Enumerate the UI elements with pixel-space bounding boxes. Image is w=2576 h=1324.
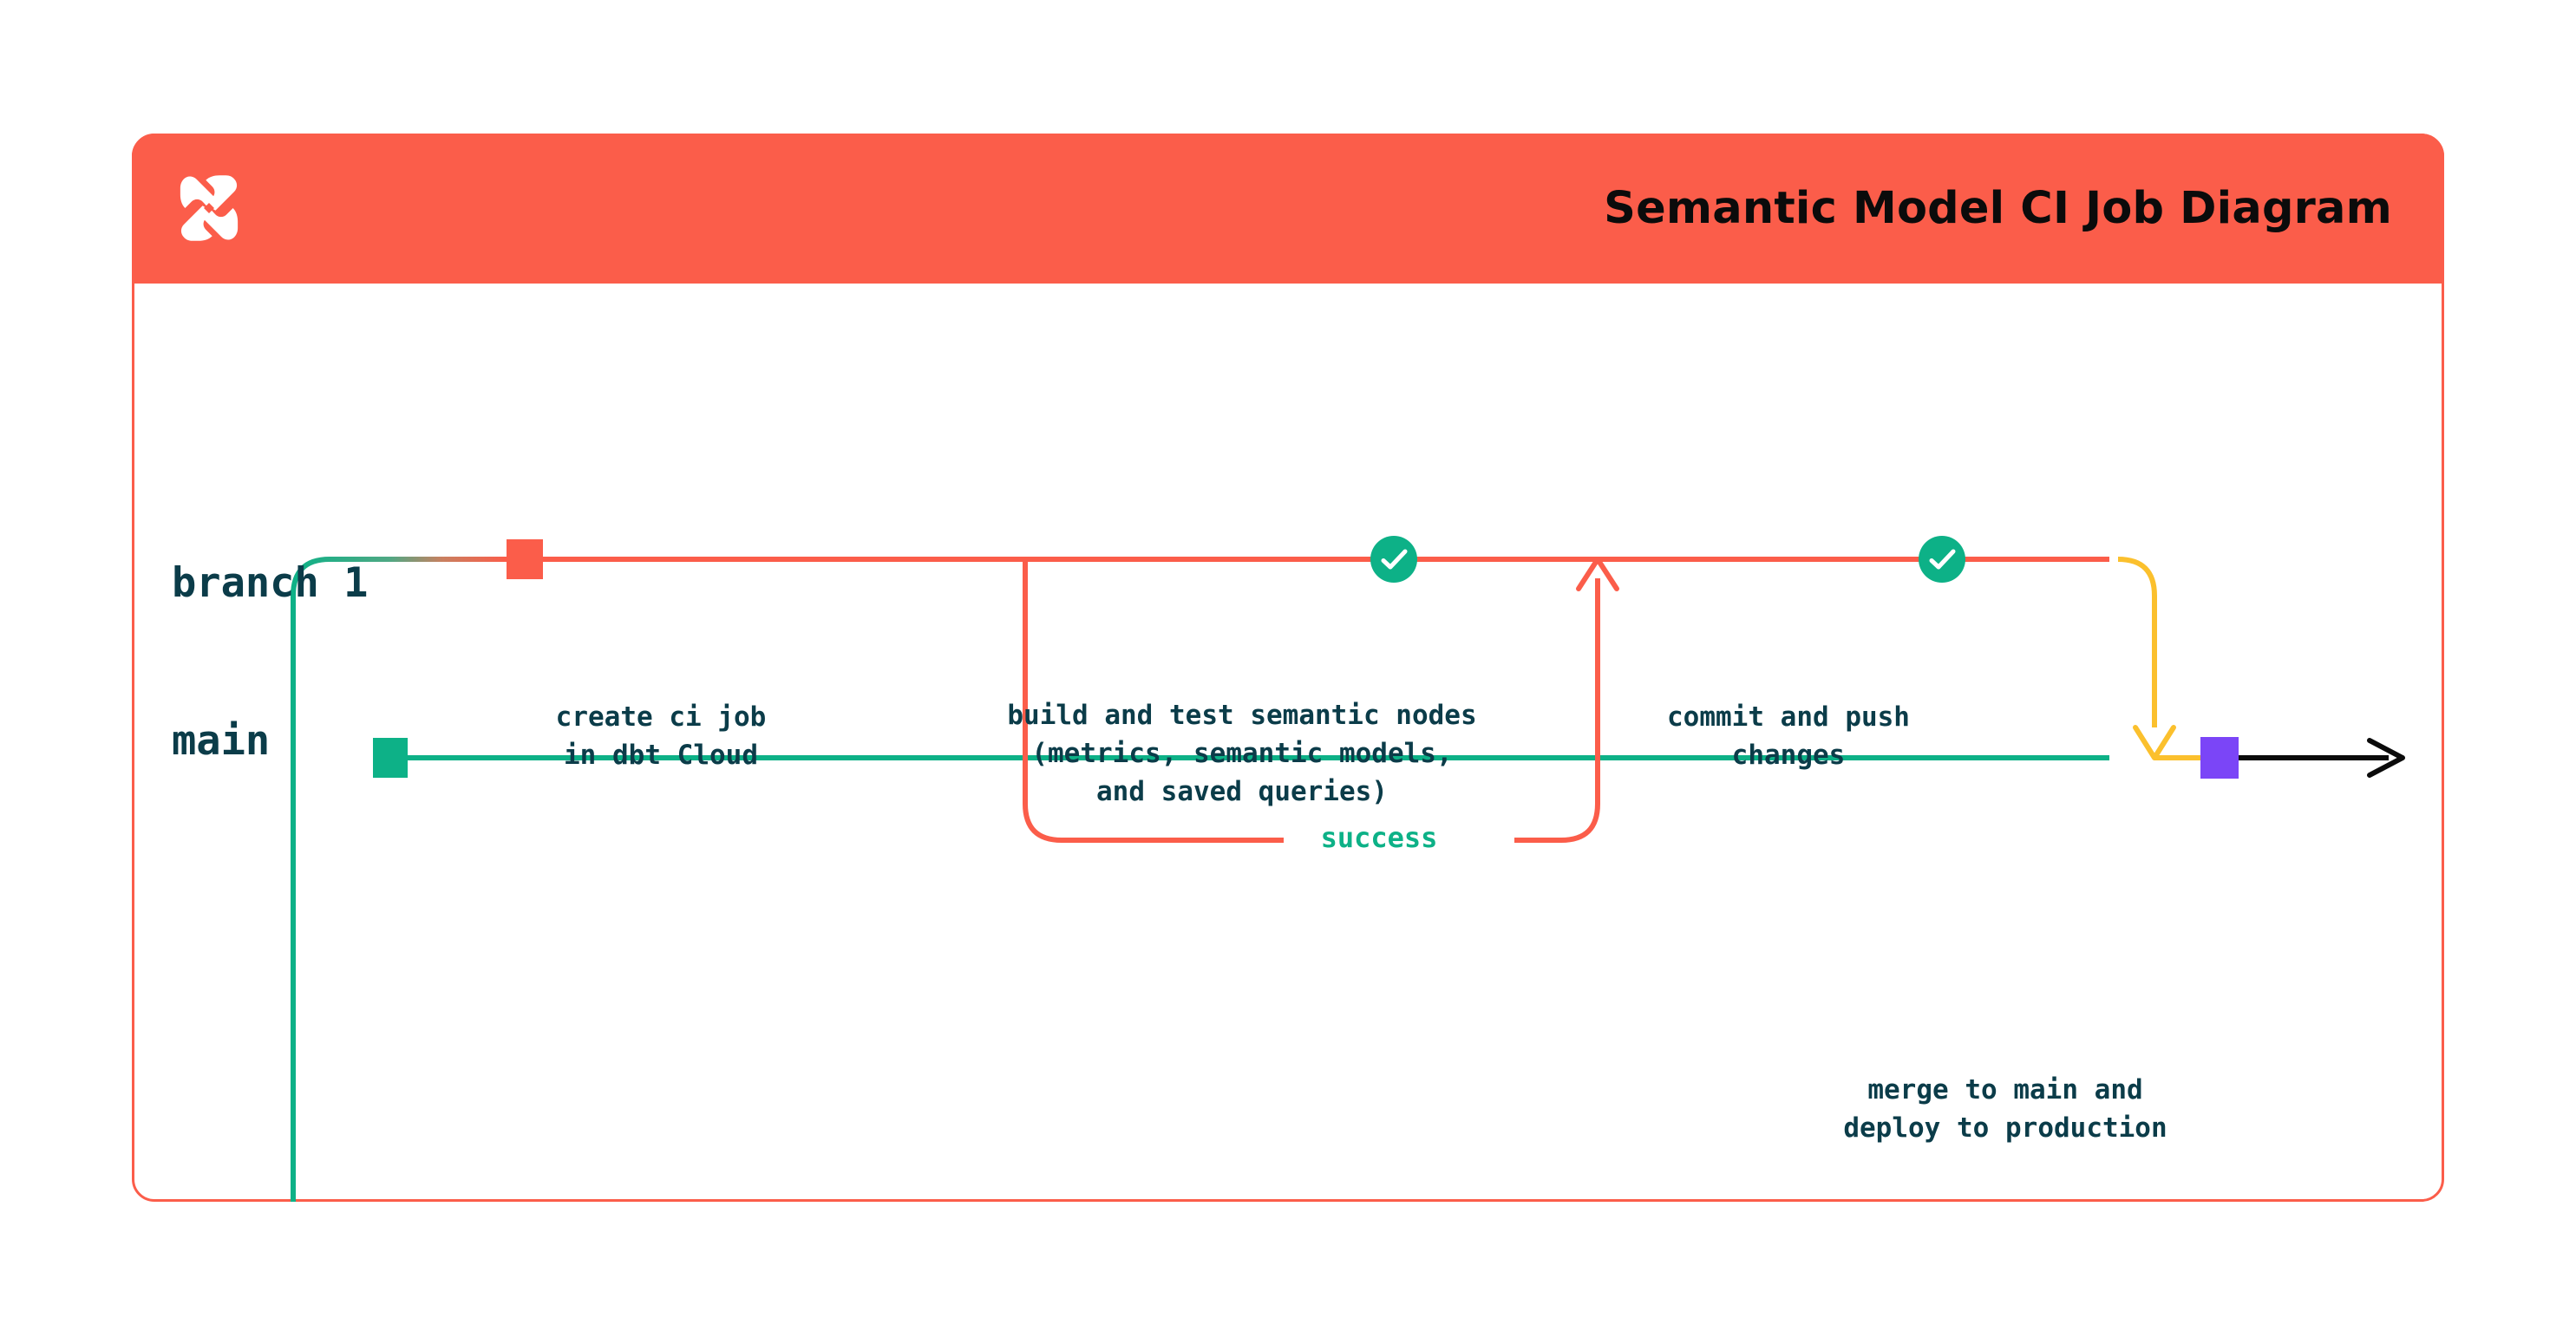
merge-down-wire bbox=[2117, 557, 2157, 727]
lane-label-main: main bbox=[172, 717, 271, 765]
node-caption-merge-to-main: merge to main and deploy to production bbox=[1843, 1074, 2167, 1144]
page-title: Semantic Model CI Job Diagram bbox=[1604, 183, 2392, 234]
lane-label-branch-1: branch 1 bbox=[172, 559, 369, 607]
card-header: Semantic Model CI Job Diagram bbox=[132, 134, 2444, 284]
node-caption-commit-and-push: commit and push changes bbox=[1667, 701, 1910, 771]
main-continue-arrowhead-icon bbox=[2367, 738, 2405, 778]
success-loop-left bbox=[1023, 559, 1284, 843]
node-caption-create-ci-job: create ci job in dbt Cloud bbox=[555, 701, 767, 771]
success-loop-label: success bbox=[1284, 819, 1474, 856]
merge-down-arrowhead-icon bbox=[2133, 725, 2176, 760]
commit-node-main-start[interactable] bbox=[373, 738, 408, 778]
dbt-logo-icon bbox=[169, 168, 249, 248]
check-circle-icon-commit-and-push[interactable] bbox=[1919, 536, 1965, 583]
check-circle-icon-build-and-test[interactable] bbox=[1370, 536, 1417, 583]
success-loop-arrowhead-icon bbox=[1576, 557, 1619, 591]
commit-node-create-ci-job[interactable] bbox=[507, 539, 543, 579]
branch-off-wire bbox=[291, 557, 507, 1202]
diagram-canvas: branch 1 main create ci job in dbt Cloud… bbox=[132, 284, 2444, 1202]
commit-node-merge-to-main[interactable] bbox=[2200, 737, 2239, 779]
diagram-wires bbox=[291, 557, 2405, 1202]
success-loop-right bbox=[1514, 578, 1600, 843]
diagram-card: Semantic Model CI Job Diagram bbox=[132, 134, 2444, 1202]
node-caption-build-and-test: build and test semantic nodes (metrics, … bbox=[1007, 700, 1477, 807]
